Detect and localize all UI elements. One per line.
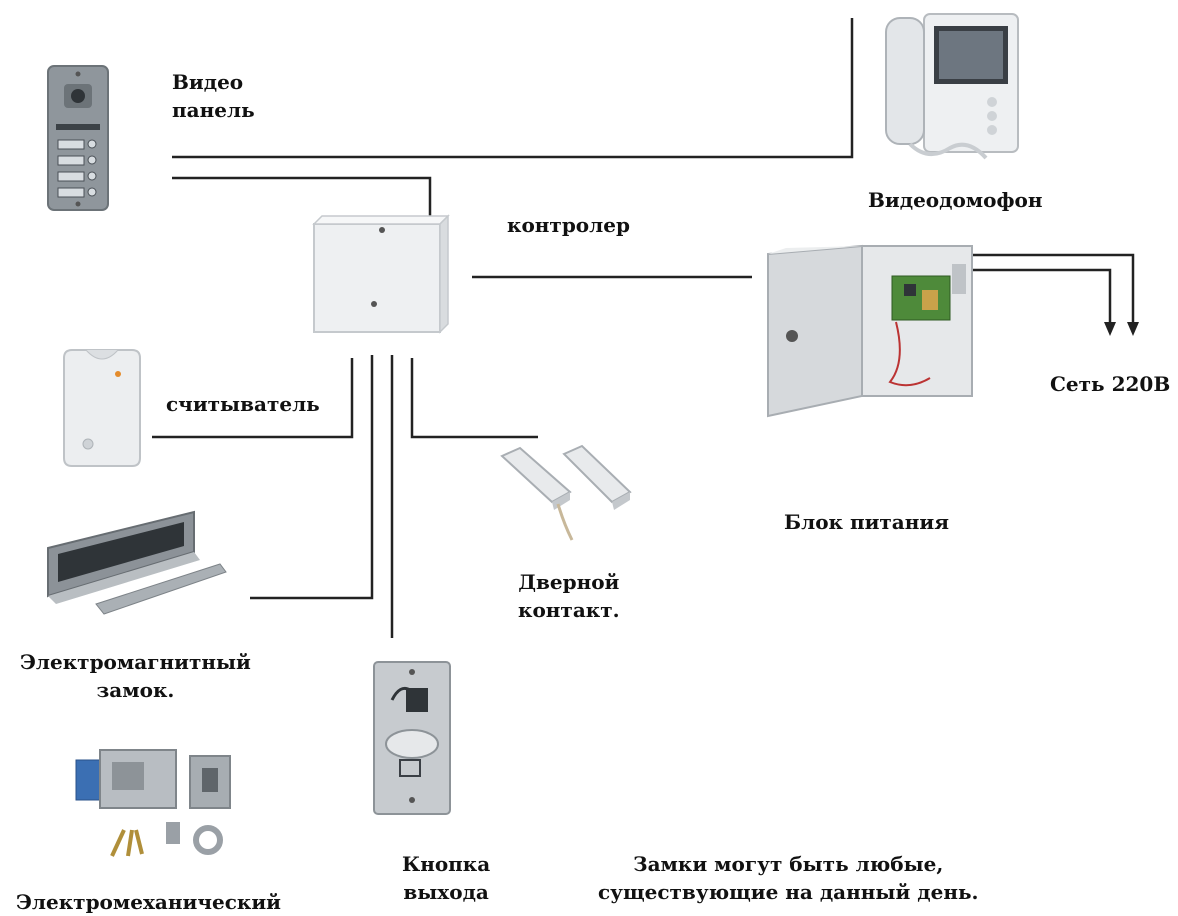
exit-button-label: Кнопка выхода: [402, 852, 491, 904]
wire-panel-videophone: [172, 18, 854, 159]
wire-power-mains-1: [965, 253, 1135, 325]
wire-controller-emlock: [250, 355, 374, 600]
videophone-label: Видеодомофон: [868, 188, 1043, 212]
electromech-lock-icon: [75, 749, 231, 857]
video-panel-label: Видео панель: [172, 70, 255, 122]
wire-controller-reader: [152, 358, 354, 439]
controller-label: контролер: [507, 213, 630, 237]
controller-icon: [312, 214, 450, 334]
reader-label: считыватель: [166, 392, 320, 416]
power-supply-icon: [767, 244, 973, 418]
power-supply-label: Блок питания: [784, 510, 950, 534]
door-contact-label: Дверной контакт.: [518, 570, 620, 622]
video-panel-icon: [47, 65, 109, 211]
em-lock-label: Электромагнитный замок.: [20, 650, 251, 702]
reader-icon: [63, 349, 141, 467]
exit-button-icon: [373, 661, 451, 815]
wire-power-mains-2: [965, 268, 1112, 325]
locks-note: Замки могут быть любые, существующие на …: [598, 852, 979, 904]
wire-panel-controller: [172, 176, 432, 218]
mains-label: Сеть 220В: [1050, 372, 1171, 396]
arrow-mains-2: [1127, 322, 1139, 336]
door-contact-icon: [500, 444, 632, 541]
videophone-icon: [885, 13, 1019, 160]
electromech-lock-label: Электромеханический: [16, 890, 281, 914]
em-lock-icon: [47, 510, 227, 615]
wire-controller-doorcontact: [410, 358, 538, 439]
arrow-mains-1: [1104, 322, 1116, 336]
